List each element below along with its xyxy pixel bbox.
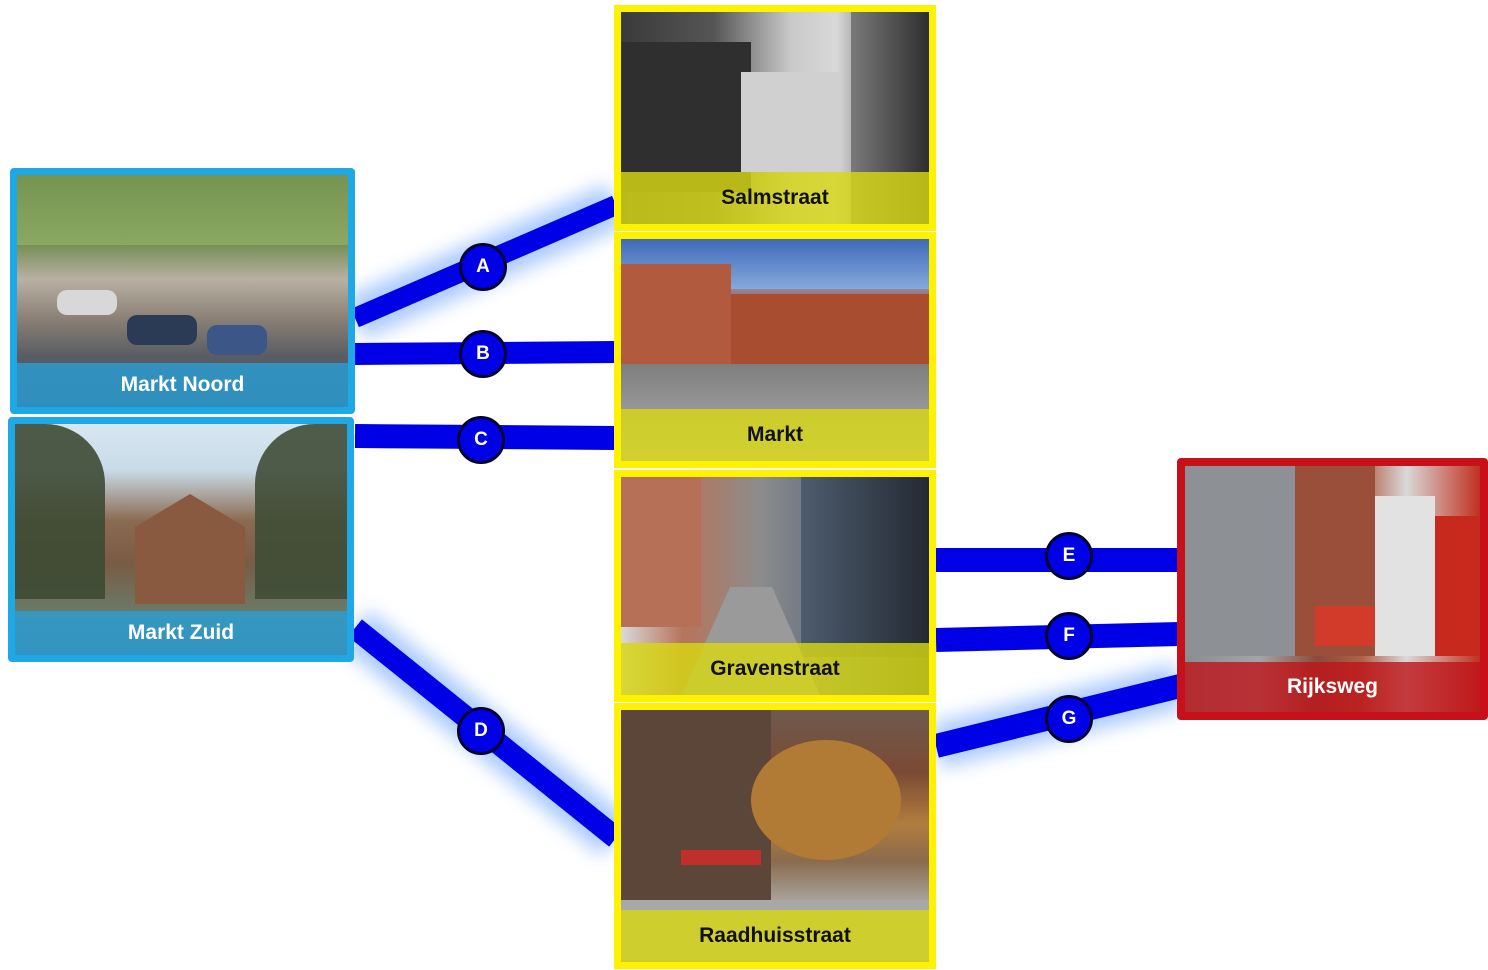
markt-label: Markt: [621, 409, 929, 461]
node-raadhuisstraat: Raadhuisstraat: [614, 703, 936, 969]
node-salmstraat: Salmstraat: [614, 5, 936, 231]
gravenstraat-label: Gravenstraat: [621, 643, 929, 695]
node-markt-noord: Markt Noord: [10, 168, 355, 414]
node-markt-zuid: Markt Zuid: [8, 417, 354, 662]
connector-badge-G: G: [1045, 695, 1093, 743]
node-gravenstraat: Gravenstraat: [614, 470, 936, 702]
rijksweg-label: Rijksweg: [1185, 662, 1480, 712]
connector-badge-A: A: [459, 243, 507, 291]
connector-badge-D: D: [457, 707, 505, 755]
node-rijksweg: Rijksweg: [1177, 458, 1488, 720]
connector-badge-C: C: [457, 416, 505, 464]
markt-noord-label: Markt Noord: [17, 363, 348, 407]
connector-badge-E: E: [1045, 532, 1093, 580]
salmstraat-label: Salmstraat: [621, 172, 929, 224]
connector-badge-B: B: [459, 330, 507, 378]
raadhuisstraat-label: Raadhuisstraat: [621, 910, 929, 962]
markt-zuid-label: Markt Zuid: [15, 611, 347, 655]
connector-badge-F: F: [1045, 612, 1093, 660]
node-markt: Markt: [614, 232, 936, 468]
